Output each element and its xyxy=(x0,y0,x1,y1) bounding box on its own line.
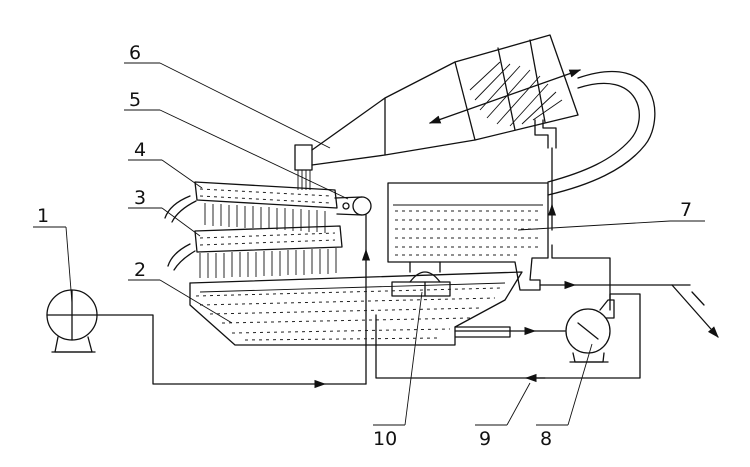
label-2: 2 xyxy=(134,259,146,281)
label-4: 4 xyxy=(134,139,146,161)
label-10: 10 xyxy=(373,428,397,450)
label-7: 7 xyxy=(680,199,692,221)
cell-4 xyxy=(164,181,338,233)
label-6: 6 xyxy=(129,42,141,64)
label-9: 9 xyxy=(479,428,491,450)
return-pipe xyxy=(547,70,656,196)
pump-8 xyxy=(375,244,641,383)
leader-lines xyxy=(33,62,705,426)
label-5: 5 xyxy=(129,89,141,111)
feed-pipe xyxy=(96,214,371,389)
separator-7 xyxy=(387,182,719,338)
distributor-10 xyxy=(391,261,451,297)
label-8: 8 xyxy=(540,428,552,450)
label-3: 3 xyxy=(134,187,146,209)
roller-5 xyxy=(334,196,372,216)
flotation-tank-2 xyxy=(189,271,566,346)
duct-6 xyxy=(294,34,582,216)
cell-3 xyxy=(167,225,343,278)
label-1: 1 xyxy=(37,205,49,227)
